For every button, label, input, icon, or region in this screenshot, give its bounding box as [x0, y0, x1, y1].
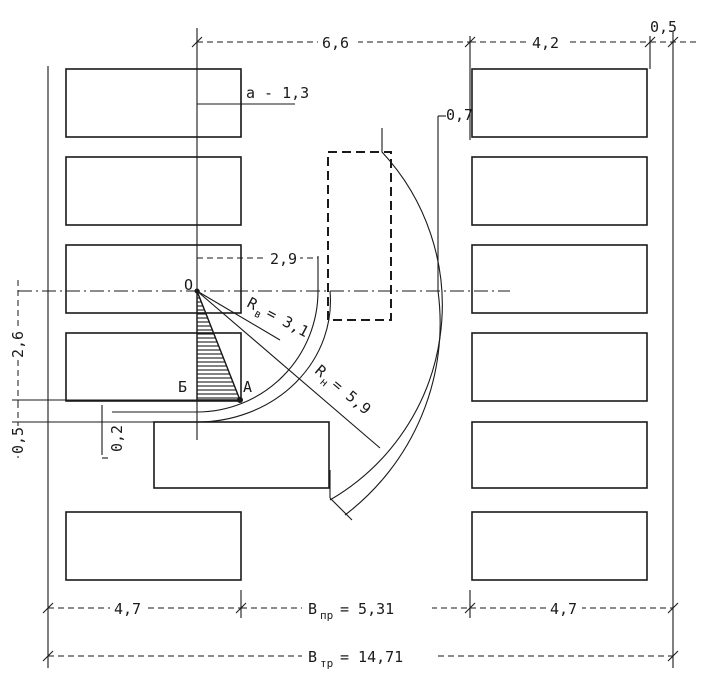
svg-text:тр: тр — [320, 657, 333, 670]
left-stall-1 — [65, 68, 242, 138]
dashed-vehicle — [327, 151, 392, 321]
svg-text:пр: пр — [320, 609, 333, 622]
left-stall-6 — [65, 511, 242, 581]
turning-vehicle — [153, 421, 330, 489]
label-4-7-right: 4,7 — [550, 600, 577, 618]
radius-rn-line — [196, 290, 381, 449]
right-stall-6 — [471, 511, 648, 581]
label-0-5-top: 0,5 — [650, 18, 677, 36]
label-radius-inner: R в = 3,1 — [244, 294, 312, 341]
label-6-6: 6,6 — [322, 34, 349, 52]
label-4-7-left: 4,7 — [114, 600, 141, 618]
inner-radius-arc-2 — [104, 290, 331, 423]
svg-text:= 5,9: = 5,9 — [328, 375, 374, 418]
svg-text:= 5,31: = 5,31 — [340, 600, 394, 618]
label-4-2: 4,2 — [532, 34, 559, 52]
outer-radius-arc — [329, 128, 443, 501]
outer-arc-end — [329, 497, 353, 521]
label-radius-outer: R н = 5,9 — [311, 361, 374, 418]
label-b-tp: B тр = 14,71 — [302, 644, 434, 670]
label-0-2: 0,2 — [108, 425, 126, 452]
left-stall-4 — [65, 332, 242, 402]
outer-radius-arc-2 — [344, 116, 441, 516]
right-stall-5 — [471, 421, 648, 489]
left-stall-2 — [65, 156, 242, 226]
svg-text:2,6: 2,6 — [9, 331, 27, 358]
svg-text:0,2: 0,2 — [108, 425, 126, 452]
left-dimension-chain — [12, 280, 197, 459]
label-0-5-left: 0,5 — [9, 426, 27, 456]
label-0-7: 0,7 — [446, 106, 473, 124]
label-2-6: 2,6 — [9, 330, 27, 360]
label-point-b: Б — [178, 378, 187, 396]
right-stall-column — [471, 68, 648, 581]
label-b-np: B пр = 5,31 — [302, 596, 432, 622]
svg-text:= 14,71: = 14,71 — [340, 648, 403, 666]
label-a-1-3: a - 1,3 — [246, 84, 309, 102]
left-stall-3 — [65, 244, 242, 314]
hatched-triangle — [196, 290, 242, 401]
label-2-9: 2,9 — [270, 250, 297, 268]
svg-text:в: в — [252, 307, 264, 322]
right-stall-3 — [471, 244, 648, 314]
svg-text:B: B — [308, 600, 317, 618]
svg-text:= 3,1: = 3,1 — [264, 304, 312, 341]
right-stall-4 — [471, 332, 648, 402]
inner-radius-arc — [112, 256, 319, 413]
right-stall-2 — [471, 156, 648, 226]
svg-text:B: B — [308, 648, 317, 666]
label-point-o: O — [184, 276, 193, 294]
a-dimension — [197, 73, 295, 137]
point-a-dot — [237, 397, 243, 403]
svg-text:0,5: 0,5 — [9, 427, 27, 454]
label-point-a: A — [243, 378, 252, 396]
left-stall-column — [65, 68, 242, 581]
radius-rv-line — [196, 290, 281, 341]
point-o-dot — [194, 288, 200, 294]
right-stall-1 — [471, 68, 648, 138]
